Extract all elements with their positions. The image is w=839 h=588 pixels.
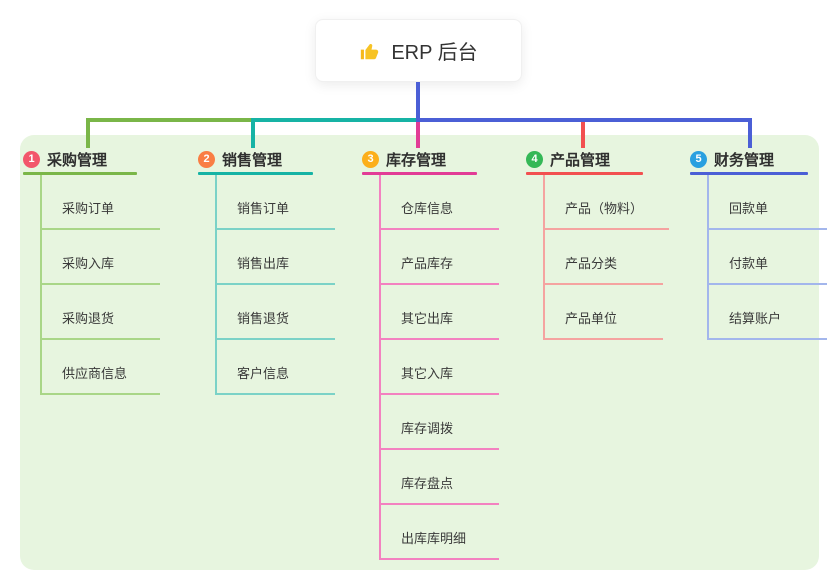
child-node[interactable]: 其它入库	[381, 340, 499, 395]
child-node[interactable]: 库存调拨	[381, 395, 499, 450]
branch-children: 采购订单采购入库采购退货供应商信息	[40, 175, 160, 395]
branch-销售管理: 2 销售管理 销售订单销售出库销售退货客户信息	[198, 148, 335, 395]
branch-title-underline	[362, 172, 477, 175]
child-node[interactable]: 库存盘点	[381, 450, 499, 505]
branch-库存管理: 3 库存管理 仓库信息产品库存其它出库其它入库库存调拨库存盘点出库库明细	[362, 148, 499, 560]
branch-title-label: 采购管理	[47, 151, 108, 169]
branch-number-badge: 4	[526, 150, 543, 168]
branch-children: 产品（物料）产品分类产品单位	[543, 175, 670, 340]
branch-title-node[interactable]: 2 销售管理	[198, 148, 335, 170]
branch-title-label: 财务管理	[714, 151, 775, 169]
child-node[interactable]: 销售订单	[217, 175, 335, 230]
branch-title-node[interactable]: 3 库存管理	[362, 148, 499, 170]
branch-number-badge: 5	[690, 150, 707, 168]
child-node[interactable]: 产品分类	[545, 230, 663, 285]
branch-title-label: 库存管理	[386, 151, 447, 169]
branch-number-badge: 2	[198, 150, 215, 168]
root-stem-line	[416, 82, 420, 120]
branch-drop-3	[416, 122, 420, 148]
branch-title-underline	[198, 172, 313, 175]
spine-segment-right	[416, 118, 752, 122]
child-node[interactable]: 供应商信息	[42, 340, 160, 395]
branch-title-underline	[526, 172, 643, 175]
child-node[interactable]: 销售退货	[217, 285, 335, 340]
branch-title-node[interactable]: 5 财务管理	[690, 148, 827, 170]
branch-title-label: 销售管理	[222, 151, 283, 169]
branch-title-label: 产品管理	[550, 151, 611, 169]
child-node[interactable]: 结算账户	[709, 285, 827, 340]
child-node[interactable]: 客户信息	[217, 340, 335, 395]
child-node[interactable]: 回款单	[709, 175, 827, 230]
child-node[interactable]: 销售出库	[217, 230, 335, 285]
child-node[interactable]: 采购订单	[42, 175, 160, 230]
branch-采购管理: 1 采购管理 采购订单采购入库采购退货供应商信息	[23, 148, 160, 395]
root-node-label: ERP 后台	[391, 42, 478, 64]
child-node[interactable]: 产品库存	[381, 230, 499, 285]
branch-drop-5	[748, 118, 752, 148]
branch-number-badge: 3	[362, 150, 379, 168]
mindmap-panel	[20, 135, 819, 570]
child-node[interactable]: 产品单位	[545, 285, 663, 340]
branch-number-badge: 1	[23, 150, 40, 168]
branch-children: 销售订单销售出库销售退货客户信息	[215, 175, 335, 395]
branch-财务管理: 5 财务管理 回款单付款单结算账户	[690, 148, 827, 340]
child-node[interactable]: 出库库明细	[381, 505, 499, 560]
branch-children: 回款单付款单结算账户	[707, 175, 827, 340]
branch-title-node[interactable]: 1 采购管理	[23, 148, 160, 170]
branch-title-underline	[690, 172, 808, 175]
thumbs-up-icon	[361, 43, 379, 59]
child-node[interactable]: 采购退货	[42, 285, 160, 340]
branch-title-node[interactable]: 4 产品管理	[526, 148, 669, 170]
child-node[interactable]: 其它出库	[381, 285, 499, 340]
child-node[interactable]: 付款单	[709, 230, 827, 285]
child-node[interactable]: 采购入库	[42, 230, 160, 285]
child-node[interactable]: 仓库信息	[381, 175, 499, 230]
branch-产品管理: 4 产品管理 产品（物料）产品分类产品单位	[526, 148, 670, 340]
root-node[interactable]: ERP 后台	[315, 19, 522, 82]
branch-title-underline	[23, 172, 137, 175]
branch-drop-1	[86, 118, 90, 148]
spine-segment-mid	[253, 118, 418, 122]
branch-drop-2	[251, 118, 255, 148]
branch-drop-4	[581, 122, 585, 148]
spine-segment-left	[86, 118, 255, 122]
child-node[interactable]: 产品（物料）	[545, 175, 670, 230]
branch-children: 仓库信息产品库存其它出库其它入库库存调拨库存盘点出库库明细	[379, 175, 499, 560]
